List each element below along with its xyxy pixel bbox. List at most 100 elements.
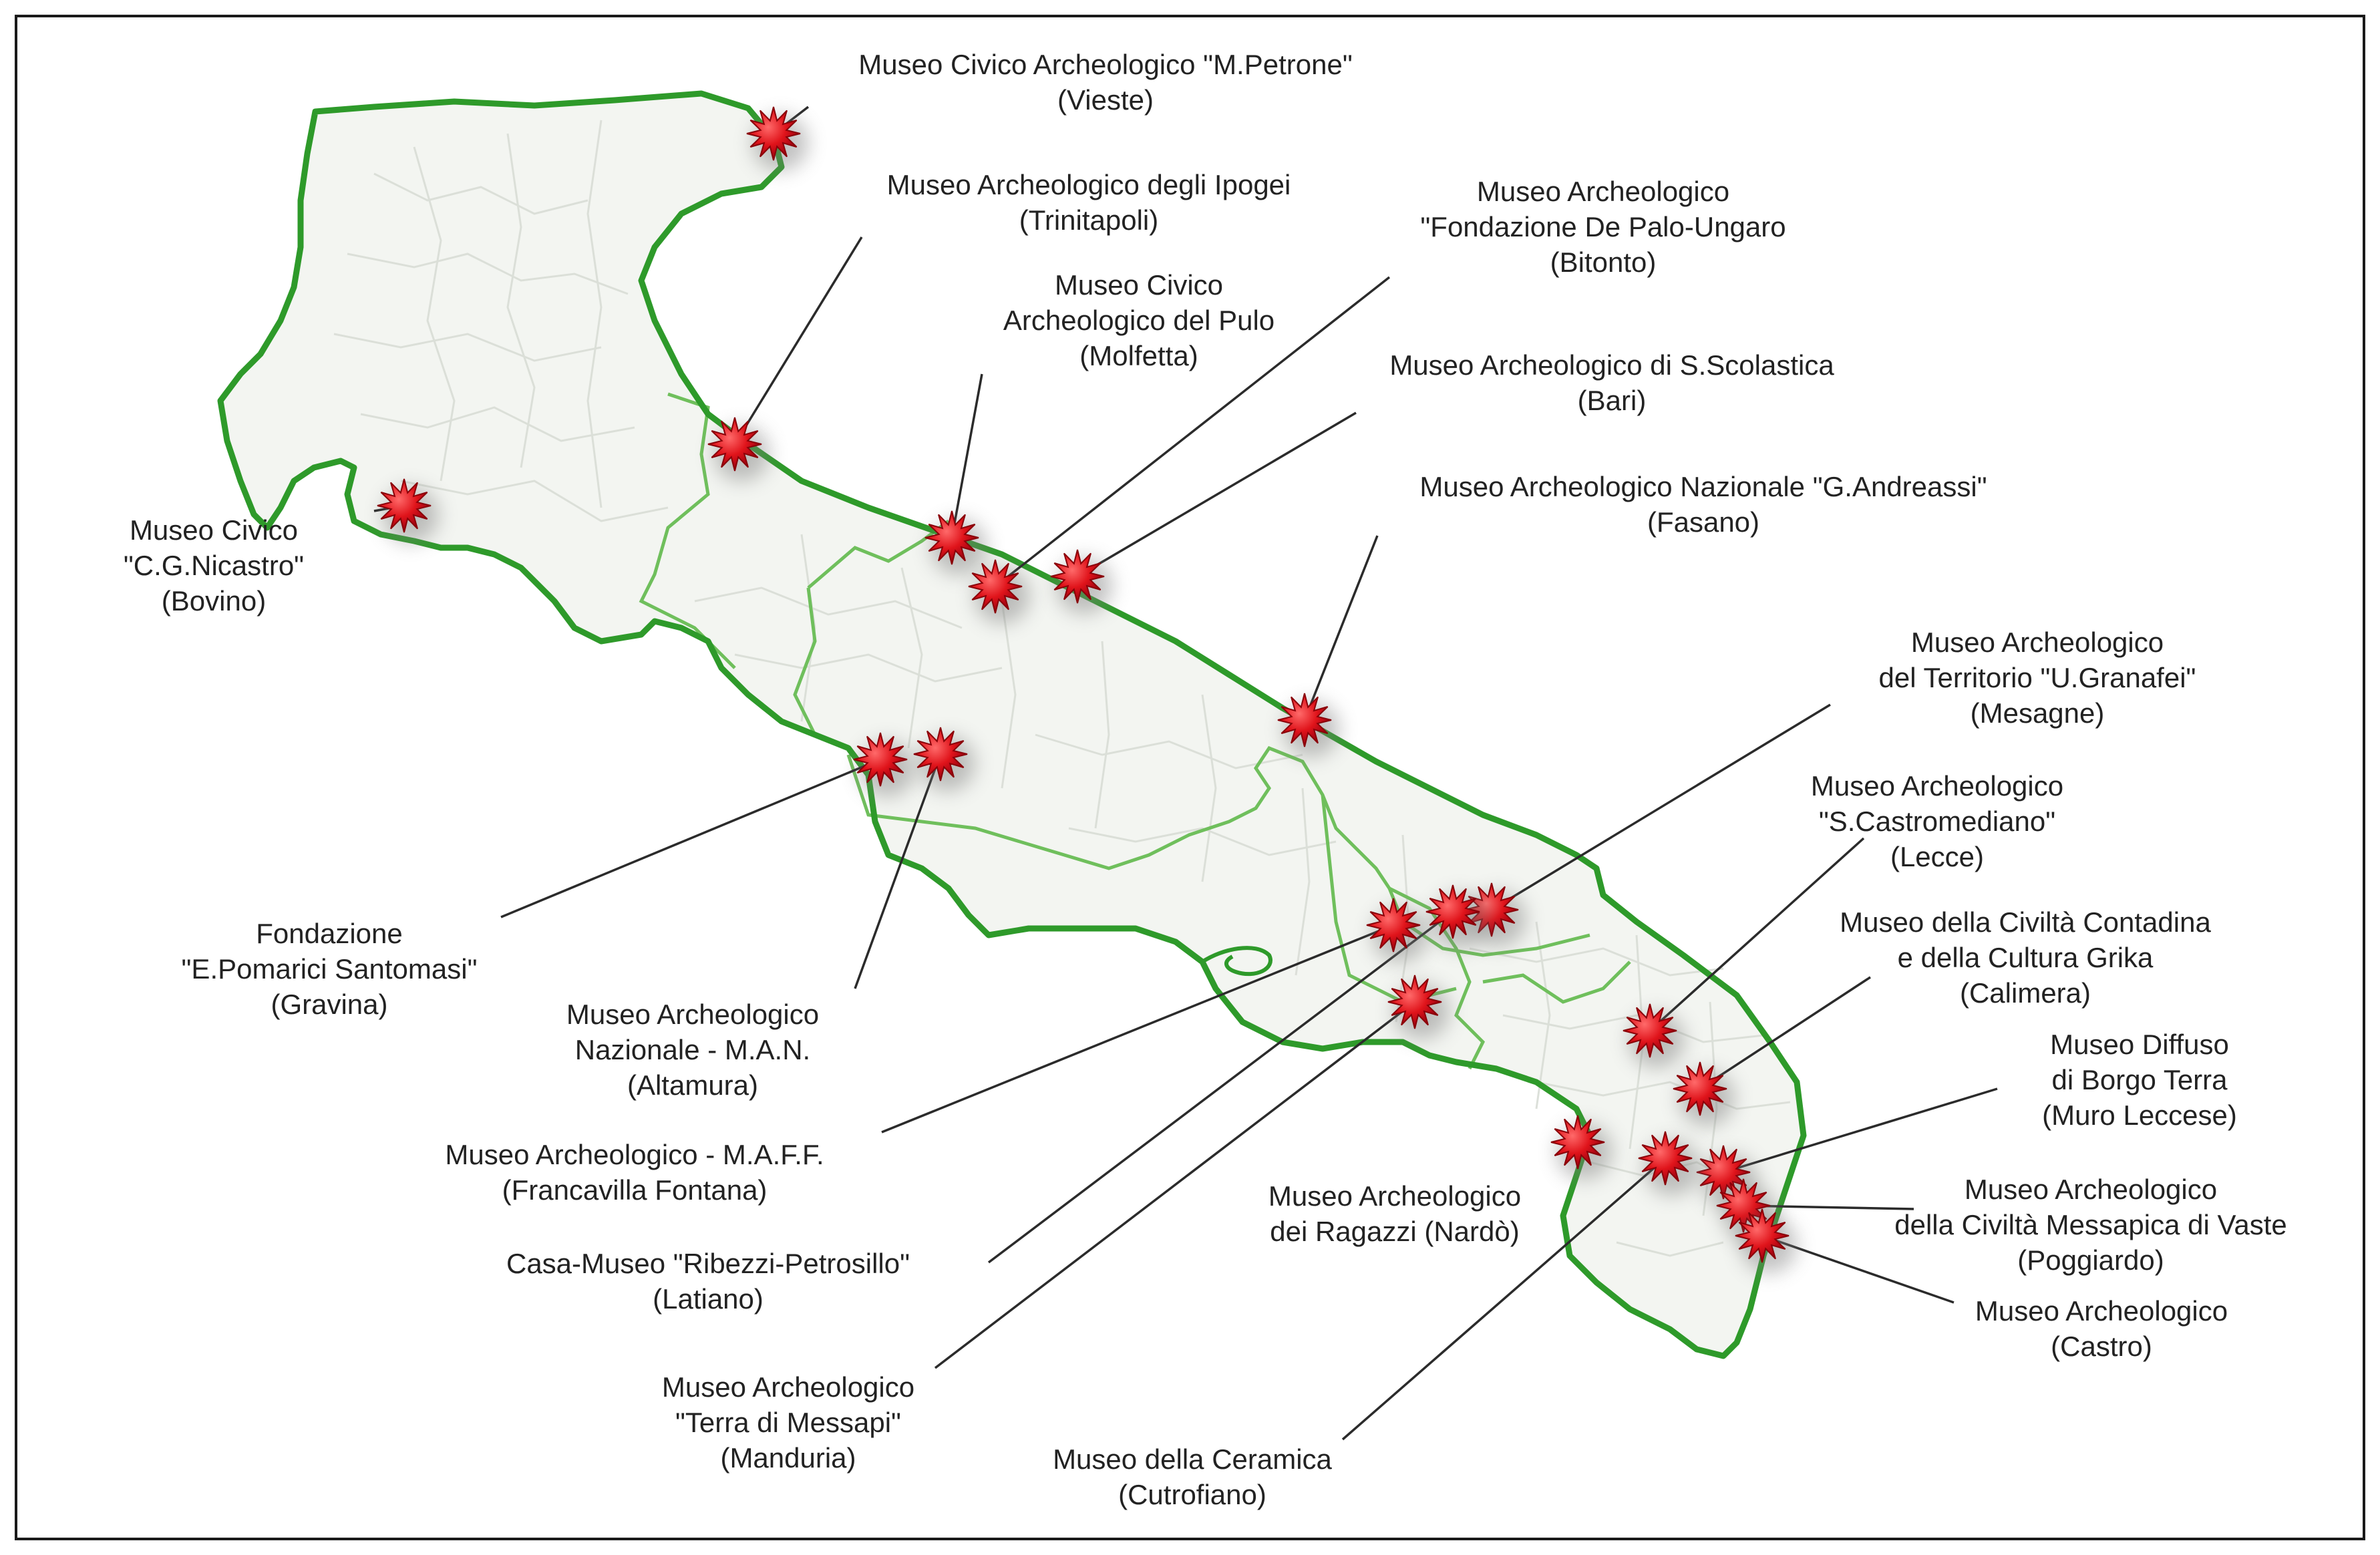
- red-star-marker-icon[interactable]: [1673, 1061, 1735, 1126]
- red-star-marker-icon[interactable]: [1050, 549, 1112, 614]
- red-star-marker-icon[interactable]: [913, 727, 975, 792]
- museum-label-line: (Cutrofiano): [1118, 1479, 1266, 1510]
- leader-line-bitonto: [994, 276, 1391, 588]
- leader-line-cutrofiano: [1341, 1157, 1667, 1441]
- museum-label-trinitapoli: Museo Archeologico degli Ipogei (Trinitap…: [887, 167, 1291, 238]
- museum-label-line: Museo Archeologico: [1975, 1295, 2228, 1327]
- museum-label-line: Museo Civico: [1054, 269, 1224, 301]
- museum-label-latiano: Casa-Museo "Ribezzi-Petrosillo" (Latiano): [506, 1246, 910, 1317]
- leader-line-gravina: [500, 758, 881, 918]
- museum-label-line: Museo Archeologico: [566, 999, 820, 1030]
- museum-label-line: (Altamura): [627, 1069, 759, 1101]
- museum-label-line: Archeologico del Pulo: [1003, 305, 1275, 336]
- red-star-marker-icon[interactable]: [1425, 884, 1488, 949]
- red-star-marker-icon[interactable]: [1366, 898, 1428, 963]
- museum-label-line: (Molfetta): [1079, 340, 1198, 371]
- red-star-marker-icon[interactable]: [924, 510, 987, 575]
- museum-label-line: (Fasano): [1647, 506, 1760, 538]
- leader-line-molfetta: [951, 373, 983, 538]
- leader-line-muro-leccese: [1723, 1087, 1998, 1174]
- museum-label-line: e della Cultura Grika: [1897, 942, 2154, 973]
- museum-label-calimera: Museo della Civiltà Contadina e della Cul…: [1840, 904, 2211, 1011]
- museum-label-line: (Gravina): [271, 989, 388, 1020]
- museum-label-line: Museo Archeologico di S.Scolastica: [1389, 349, 1834, 381]
- museum-label-line: Museo della Civiltà Contadina: [1840, 906, 2211, 938]
- museum-label-line: "Fondazione De Palo-Ungaro: [1420, 211, 1786, 242]
- museum-label-line: Museo Archeologico: [1268, 1180, 1522, 1212]
- museum-label-bitonto: Museo Archeologico "Fondazione De Palo-Un…: [1420, 174, 1786, 280]
- museum-label-vieste: Museo Civico Archeologico "M.Petrone" (Vi…: [858, 47, 1353, 118]
- museum-label-line: (Francavilla Fontana): [502, 1174, 768, 1206]
- leader-line-manduria: [934, 1001, 1416, 1369]
- red-star-marker-icon[interactable]: [1277, 693, 1339, 757]
- museum-label-line: (Bitonto): [1550, 246, 1657, 278]
- museum-label-line: Museo Civico Archeologico "M.Petrone": [858, 49, 1353, 80]
- museum-label-line: (Trinitapoli): [1019, 204, 1159, 236]
- museum-label-line: della Civiltà Messapica di Vaste: [1894, 1209, 2287, 1240]
- leader-line-lecce: [1649, 837, 1865, 1032]
- municipality-boundaries: [333, 120, 1791, 1257]
- museum-label-line: (Bari): [1577, 385, 1647, 416]
- museum-label-line: Museo Archeologico - M.A.F.F.: [445, 1139, 824, 1170]
- museum-label-line: Museo Archeologico degli Ipogei: [886, 169, 1291, 200]
- museum-label-line: di Borgo Terra: [2051, 1064, 2228, 1095]
- museum-label-poggiardo: Museo Archeologico della Civiltà Messapic…: [1894, 1172, 2287, 1278]
- museum-markers: [377, 106, 1797, 1273]
- leader-lines: [373, 106, 1998, 1441]
- museum-label-fasano: Museo Archeologico Nazionale "G.Andreass…: [1419, 469, 1987, 540]
- museum-label-line: Museo Archeologico: [1476, 176, 1730, 207]
- museum-label-line: Nazionale - M.A.N.: [574, 1034, 811, 1065]
- museum-label-lecce: Museo Archeologico"S.Castromediano"(Lecc…: [1811, 768, 2063, 874]
- museum-label-line: (Castro): [2051, 1331, 2152, 1362]
- leader-line-calimera: [1699, 976, 1871, 1090]
- red-star-marker-icon[interactable]: [1638, 1131, 1700, 1196]
- puglia-region-border: [217, 90, 1807, 1359]
- museum-label-line: (Lecce): [1890, 841, 1985, 872]
- red-star-marker-icon[interactable]: [853, 732, 915, 797]
- museum-label-line: (Calimera): [1959, 977, 2091, 1009]
- museum-label-gravina: Fondazione "E.Pomarici Santomasi" (Gravina…: [182, 916, 478, 1022]
- taranto-lagoon: [1201, 946, 1272, 977]
- red-star-marker-icon[interactable]: [377, 478, 439, 543]
- leader-line-mesagne: [1491, 703, 1831, 911]
- museum-label-line: "E.Pomarici Santomasi": [181, 953, 478, 985]
- museum-label-line: Museo Archeologico: [1964, 1174, 2218, 1205]
- museum-label-line: (Vieste): [1057, 84, 1154, 116]
- museum-label-line: Museo Archeologico Nazionale "G.Andreass…: [1419, 471, 1987, 502]
- red-star-marker-icon[interactable]: [1387, 975, 1450, 1039]
- leader-line-bari: [1077, 411, 1357, 578]
- museum-label-manduria: Museo Archeologico"Terra di Messapi"(Man…: [662, 1369, 914, 1476]
- museum-label-francavilla: Museo Archeologico - M.A.F.F. (Francavill…: [445, 1137, 824, 1208]
- museum-label-line: Museo Archeologico: [1910, 627, 2164, 658]
- museum-label-bari: Museo Archeologico di S.Scolastica (Bari): [1389, 347, 1834, 418]
- red-star-marker-icon[interactable]: [1735, 1208, 1797, 1273]
- museum-label-line: "Terra di Messapi": [675, 1407, 901, 1438]
- museum-label-line: "C.G.Nicastro": [123, 550, 305, 581]
- museum-label-line: del Territorio "U.Granafei": [1878, 662, 2196, 693]
- red-star-marker-icon[interactable]: [1623, 1003, 1685, 1068]
- museum-label-line: (Latiano): [653, 1283, 763, 1315]
- red-star-marker-icon[interactable]: [968, 559, 1030, 624]
- red-star-marker-icon[interactable]: [1550, 1115, 1612, 1180]
- museum-label-line: dei Ragazzi (Nardò): [1270, 1216, 1520, 1247]
- museum-label-line: Casa-Museo "Ribezzi-Petrosillo": [506, 1248, 910, 1279]
- leader-line-trinitapoli: [733, 236, 863, 445]
- museum-label-line: Museo della Ceramica: [1053, 1443, 1332, 1475]
- museum-label-castro: Museo Archeologico (Castro): [1975, 1293, 2228, 1364]
- red-star-marker-icon[interactable]: [746, 106, 808, 171]
- museum-label-cutrofiano: Museo della Ceramica (Cutrofiano): [1053, 1441, 1332, 1512]
- museum-label-line: Fondazione: [256, 918, 403, 949]
- red-star-marker-icon[interactable]: [707, 417, 770, 482]
- museum-label-bovino: Museo Civico"C.G.Nicastro"(Bovino): [124, 512, 304, 619]
- leader-line-fasano: [1303, 535, 1379, 721]
- museum-label-line: (Poggiardo): [2017, 1244, 2164, 1276]
- museum-label-line: Museo Civico: [129, 514, 299, 546]
- museum-label-line: (Mesagne): [1970, 697, 2105, 729]
- leader-line-altamura: [854, 753, 942, 989]
- museum-label-line: (Muro Leccese): [2042, 1099, 2237, 1131]
- museum-label-line: Museo Archeologico: [661, 1371, 915, 1403]
